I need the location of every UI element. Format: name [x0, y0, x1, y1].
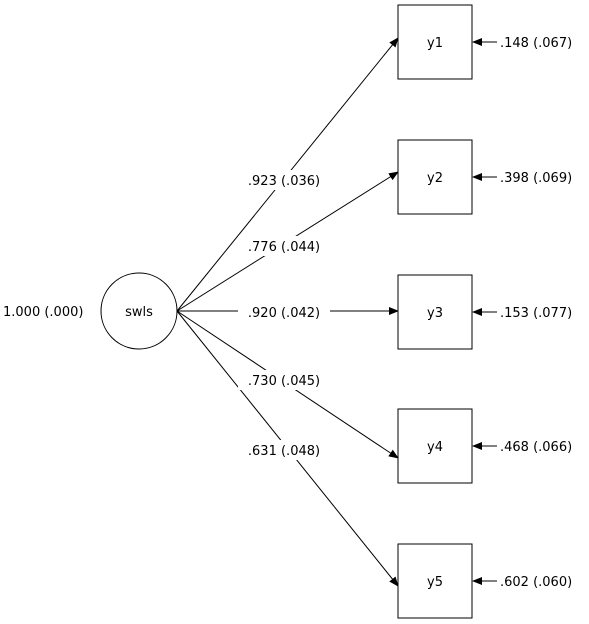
loading-label-bg-y2 [238, 236, 330, 256]
residual-label-y4: .468 (.066) [500, 440, 572, 455]
indicator-box-y5 [397, 543, 473, 619]
latent-label: swls [125, 305, 153, 320]
indicator-box-y2 [397, 139, 473, 215]
loading-label-y3: .920 (.042) [248, 306, 320, 321]
loading-label-y1: .923 (.036) [248, 174, 320, 189]
indicator-label-y3: y3 [427, 306, 443, 321]
residual-label-y3: .153 (.077) [500, 306, 572, 321]
residual-label-y1: .148 (.067) [500, 36, 572, 51]
latent-variance-label: 1.000 (.000) [3, 305, 83, 320]
indicator-box-y3 [397, 274, 473, 350]
indicator-label-y4: y4 [427, 440, 443, 455]
loading-label-y2: .776 (.044) [248, 240, 320, 255]
loading-label-y5: .631 (.048) [248, 444, 320, 459]
loading-label-bg-y4 [238, 370, 330, 390]
indicator-label-y2: y2 [427, 171, 443, 186]
indicator-label-y5: y5 [427, 575, 443, 590]
loading-label-y4: .730 (.045) [248, 374, 320, 389]
indicator-box-y1 [397, 4, 473, 80]
loading-label-bg-y3 [238, 302, 330, 322]
indicator-label-y1: y1 [427, 36, 443, 51]
loading-label-bg-y1 [238, 170, 330, 190]
loading-label-bg-y5 [238, 440, 330, 460]
indicator-box-y4 [397, 408, 473, 484]
residual-label-y5: .602 (.060) [500, 575, 572, 590]
residual-label-y2: .398 (.069) [500, 171, 572, 186]
